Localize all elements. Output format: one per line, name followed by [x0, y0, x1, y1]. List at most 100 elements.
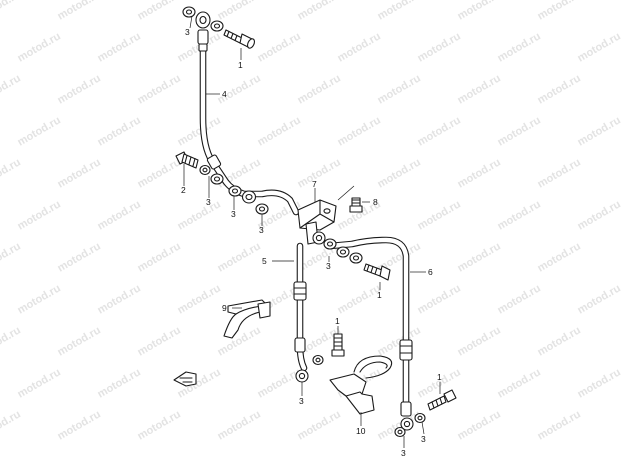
watermark-text: motod.ru: [496, 198, 543, 232]
watermark-text: motod.ru: [416, 282, 463, 316]
brake-hose-joint: [297, 199, 337, 245]
union-bolt-top: [223, 29, 255, 49]
callout-4: 4: [222, 89, 227, 99]
watermark-text: motod.ru: [336, 30, 383, 64]
callout-3: 3: [185, 27, 190, 37]
watermark-text: motod.ru: [136, 408, 183, 442]
watermark-text: motod.ru: [536, 0, 583, 23]
watermark-text: motod.ru: [56, 0, 103, 23]
hose-clamp-right: [329, 355, 393, 415]
watermark-text: motod.ru: [16, 114, 63, 148]
watermark-text: motod.ru: [376, 0, 423, 23]
watermark-text: motod.ru: [16, 30, 63, 64]
watermark-text: motod.ru: [0, 0, 23, 23]
watermark-text: motod.ru: [456, 240, 503, 274]
gasket-washer-bottom: [394, 412, 426, 438]
watermark-text: motod.ru: [136, 240, 183, 274]
watermark-text: motod.ru: [376, 408, 423, 442]
watermark-text: motod.ru: [0, 240, 23, 274]
watermark-text: motod.ru: [536, 156, 583, 190]
watermark-text: motod.ru: [296, 72, 343, 106]
watermark-text: motod.ru: [576, 114, 623, 148]
hose-clamp-left: [223, 299, 271, 339]
watermark-text: motod.ru: [176, 198, 223, 232]
joint-mount-bolt: [349, 197, 363, 213]
callout-3: 3: [206, 197, 211, 207]
callout-2: 2: [181, 185, 186, 195]
callout-5: 5: [262, 256, 267, 266]
watermark-text: motod.ru: [96, 198, 143, 232]
banjo-fitting-top: [195, 11, 211, 29]
watermark-text: motod.ru: [296, 408, 343, 442]
watermark-text: motod.ru: [16, 282, 63, 316]
watermark-text: motod.ru: [536, 72, 583, 106]
watermark-text: motod.ru: [56, 156, 103, 190]
watermark-text: motod.ru: [0, 72, 23, 106]
union-bolt-bottom: [427, 389, 457, 411]
watermark-text: motod.ru: [576, 30, 623, 64]
watermark-text: motod.ru: [376, 324, 423, 358]
callout-1: 1: [335, 316, 340, 326]
callout-9: 9: [222, 303, 227, 313]
watermark-text: motod.ru: [496, 282, 543, 316]
watermark-text: motod.ru: [296, 156, 343, 190]
watermark-text: motod.ru: [376, 156, 423, 190]
callout-3: 3: [259, 225, 264, 235]
watermark-text: motod.ru: [56, 240, 103, 274]
union-bolt-lower: [331, 333, 345, 357]
watermark-text: motod.ru: [416, 114, 463, 148]
watermark-text: motod.ru: [16, 366, 63, 400]
watermark-text: motod.ru: [416, 198, 463, 232]
gasket-washer-joint: [323, 238, 363, 264]
callout-3: 3: [231, 209, 236, 219]
watermark-text: motod.ru: [496, 366, 543, 400]
watermark-text: motod.ru: [576, 282, 623, 316]
watermark-text: motod.ru: [496, 30, 543, 64]
watermark-text: motod.ru: [536, 240, 583, 274]
watermark-text: motod.ru: [256, 30, 303, 64]
callout-labels: 3 1 4 2 3 3 7 8 3 5 3 6 1 9 1 3 10 1 3 3: [181, 27, 442, 458]
watermark-text: motod.ru: [136, 156, 183, 190]
watermark-text: motod.ru: [456, 408, 503, 442]
watermark-text: motod.ru: [416, 30, 463, 64]
callout-3: 3: [421, 434, 426, 444]
union-bolt-mid: [363, 263, 391, 281]
watermark-text: motod.ru: [576, 366, 623, 400]
leader-lines: [183, 15, 441, 448]
watermark-text: motod.ru: [216, 240, 263, 274]
watermark-text: motod.ru: [256, 366, 303, 400]
watermark-text: motod.ru: [336, 282, 383, 316]
watermark-text: motod.ru: [536, 408, 583, 442]
callout-1: 1: [437, 372, 442, 382]
brake-hose-lower-left: [293, 242, 309, 383]
watermark-text: motod.ru: [136, 0, 183, 23]
watermark-text: motod.ru: [136, 72, 183, 106]
watermark-text: motod.ru: [456, 156, 503, 190]
callout-3: 3: [299, 396, 304, 406]
watermark-text: motod.ru: [96, 282, 143, 316]
watermark-text: motod.ru: [256, 114, 303, 148]
watermark-text: motod.ru: [176, 282, 223, 316]
watermark-text: motod.ru: [496, 114, 543, 148]
gasket-washer-lower: [312, 354, 324, 366]
watermark-text: motod.ru: [376, 72, 423, 106]
callout-3: 3: [326, 261, 331, 271]
watermark-text: motod.ru: [536, 324, 583, 358]
watermark-text: motod.ru: [96, 114, 143, 148]
watermark-text: motod.ru: [456, 72, 503, 106]
callout-1: 1: [377, 290, 382, 300]
watermark-text: motod.ru: [136, 324, 183, 358]
watermark-text: motod.ru: [56, 72, 103, 106]
watermark-text: motod.ru: [336, 114, 383, 148]
watermark-text: motod.ru: [96, 366, 143, 400]
bleeder-bolt: [175, 151, 211, 176]
watermark-text: motod.ru: [0, 324, 23, 358]
watermark-text: motod.ru: [0, 156, 23, 190]
watermark-text: motod.ru: [176, 114, 223, 148]
watermark-text: motod.ru: [16, 198, 63, 232]
gasket-washer-top: [182, 6, 224, 32]
watermark-text: motod.ru: [0, 408, 23, 442]
watermark-text: motod.ru: [56, 408, 103, 442]
watermark-text: motod.ru: [216, 324, 263, 358]
